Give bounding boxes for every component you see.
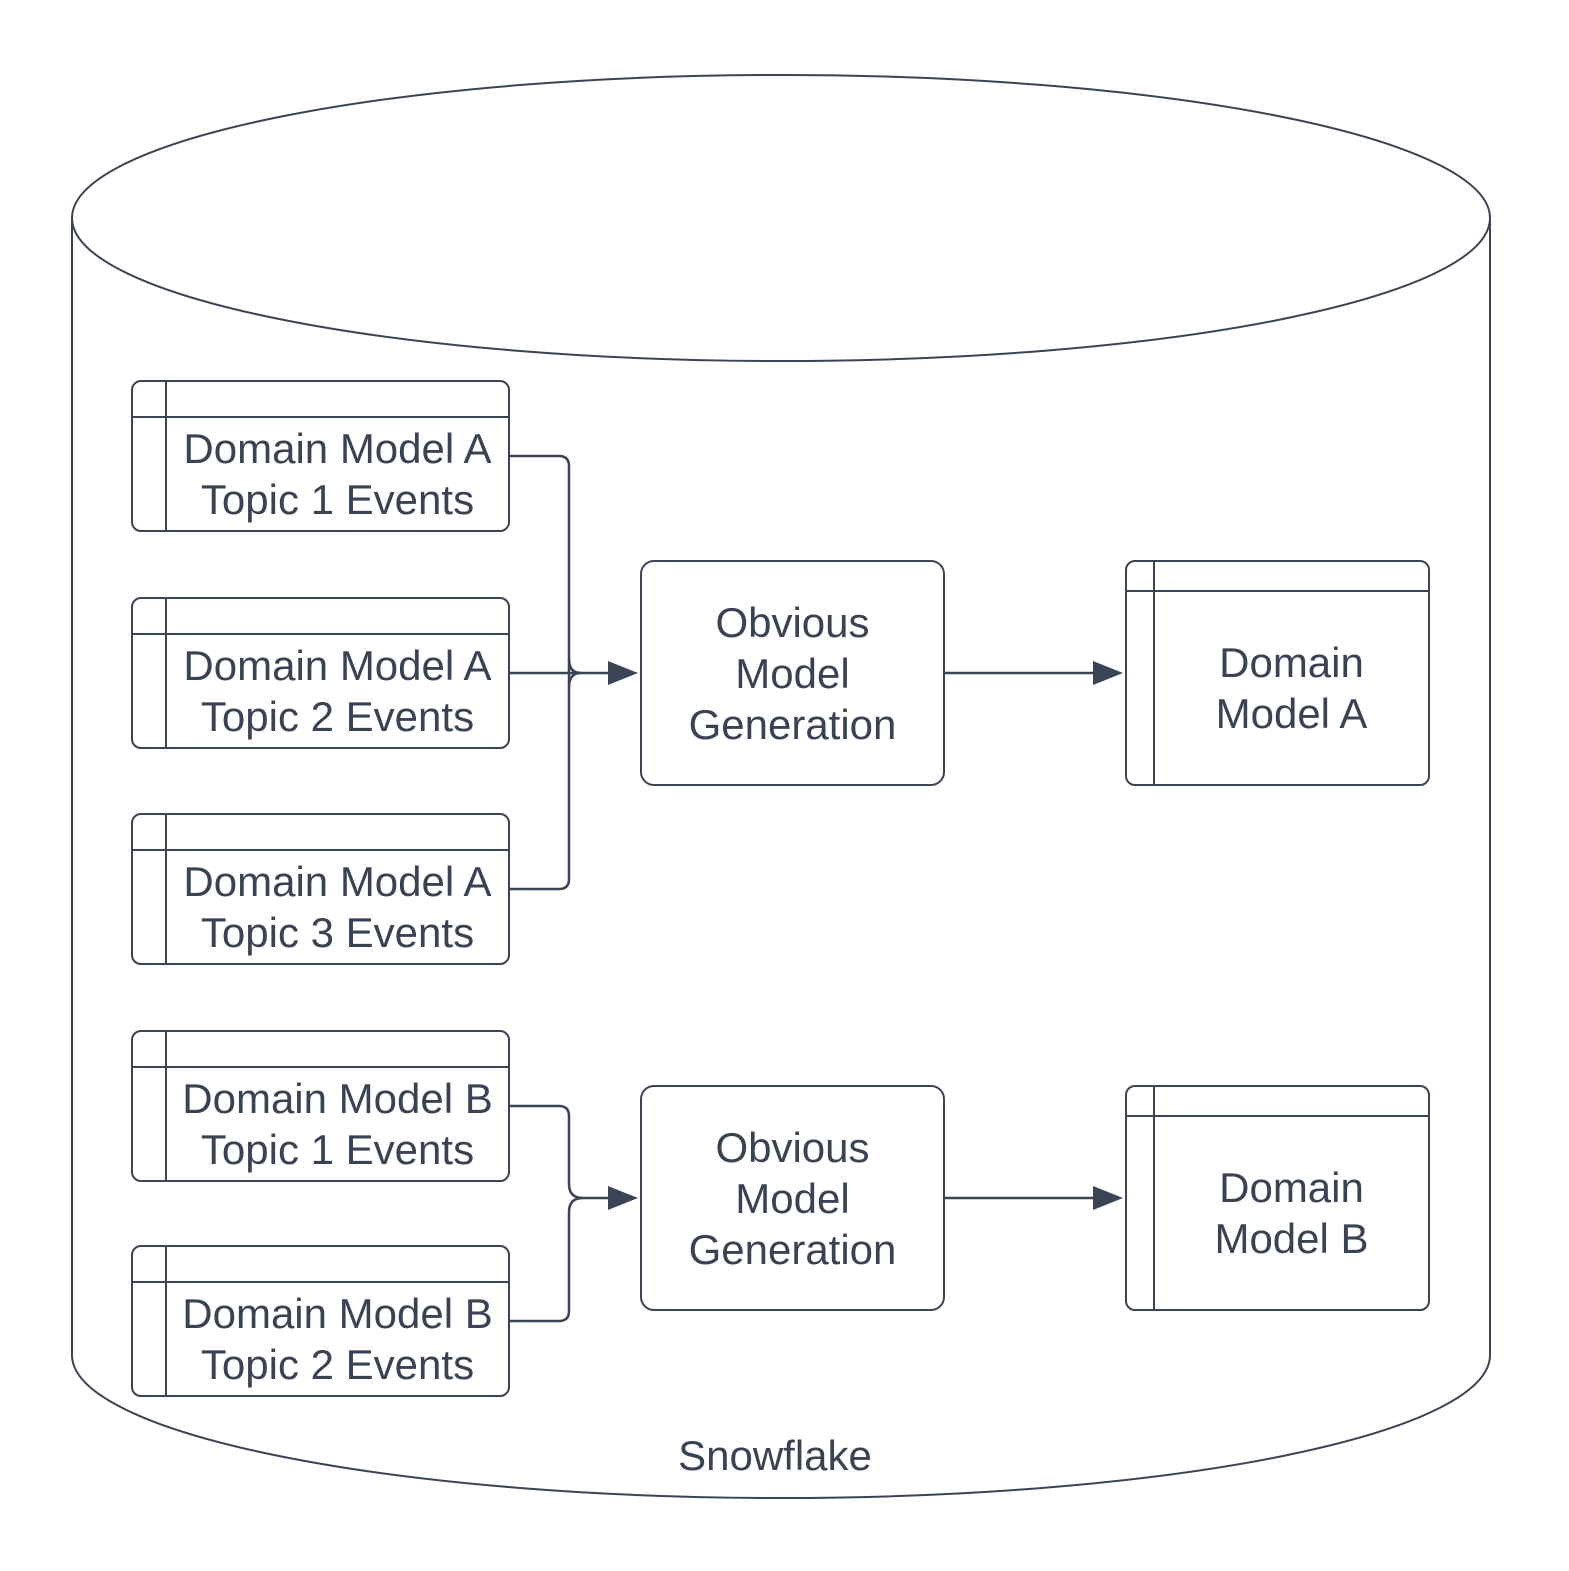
table-key-column [133, 815, 167, 963]
table-key-column [1127, 1087, 1155, 1309]
table-label-line2: Topic 2 Events [200, 693, 475, 740]
process-label-line1: Obvious [715, 598, 870, 646]
table-label-line1: Domain Model B [182, 1075, 493, 1122]
connector-b-top-line [510, 1104, 612, 1200]
table-key-column [133, 599, 167, 747]
table-label-line1: Domain Model A [183, 642, 492, 689]
table-key-column [133, 1032, 167, 1180]
table-header-row [1127, 1087, 1428, 1117]
table-label: Domain Model B [1155, 1117, 1428, 1309]
table-label: Domain Model A Topic 3 Events [167, 851, 508, 963]
process-obvious-model-generation-a: Obvious Model Generation [640, 560, 945, 786]
arrowhead-icon [608, 1186, 638, 1210]
table-label-line1: Domain Model A [183, 858, 492, 905]
table-key-column [1127, 562, 1155, 784]
snowflake-cylinder-top-ellipse [71, 74, 1491, 362]
snowflake-label: Snowflake [678, 1432, 872, 1479]
table-label-line1: Domain [1219, 1164, 1364, 1211]
table-domain-model-a-topic-3-events: Domain Model A Topic 3 Events [131, 813, 510, 965]
table-label: Domain Model B Topic 1 Events [167, 1068, 508, 1180]
table-label-line1: Domain Model A [183, 425, 492, 472]
table-label-line1: Domain [1219, 639, 1364, 686]
arrowhead-icon [1093, 661, 1123, 685]
table-label-line2: Topic 2 Events [200, 1341, 475, 1388]
process-label-line3: Generation [688, 1225, 897, 1273]
table-label-line1: Domain Model B [182, 1290, 493, 1337]
table-label-line2: Model A [1215, 690, 1368, 737]
process-label-line2: Model [735, 649, 850, 697]
table-label: Domain Model B Topic 2 Events [167, 1283, 508, 1395]
table-header-row [133, 1247, 508, 1283]
process-obvious-model-generation-b: Obvious Model Generation [640, 1085, 945, 1311]
table-header-row [133, 1032, 508, 1068]
table-label: Domain Model A Topic 1 Events [167, 418, 508, 530]
table-domain-model-b-topic-1-events: Domain Model B Topic 1 Events [131, 1030, 510, 1182]
process-label-line2: Model [735, 1174, 850, 1222]
connector-b-bottom-line [510, 1196, 584, 1323]
table-domain-model-a: Domain Model A [1125, 560, 1430, 786]
table-domain-model-a-topic-2-events: Domain Model A Topic 2 Events [131, 597, 510, 749]
table-domain-model-b-topic-2-events: Domain Model B Topic 2 Events [131, 1245, 510, 1397]
table-label-line2: Model B [1214, 1215, 1369, 1262]
table-label-line2: Topic 1 Events [200, 1126, 475, 1173]
process-label-line3: Generation [688, 700, 897, 748]
table-header-row [133, 382, 508, 418]
table-label: Domain Model A Topic 2 Events [167, 635, 508, 747]
connector-a-junction-forks [567, 658, 582, 688]
table-header-row [133, 599, 508, 635]
process-label-line1: Obvious [715, 1123, 870, 1171]
table-domain-model-b: Domain Model B [1125, 1085, 1430, 1311]
table-label-line2: Topic 1 Events [200, 476, 475, 523]
table-header-row [1127, 562, 1428, 592]
arrowhead-icon [1093, 1186, 1123, 1210]
table-key-column [133, 382, 167, 530]
arrowhead-icon [608, 661, 638, 685]
table-header-row [133, 815, 508, 851]
table-key-column [133, 1247, 167, 1395]
table-label: Domain Model A [1155, 592, 1428, 784]
table-label-line2: Topic 3 Events [200, 909, 475, 956]
table-domain-model-a-topic-1-events: Domain Model A Topic 1 Events [131, 380, 510, 532]
